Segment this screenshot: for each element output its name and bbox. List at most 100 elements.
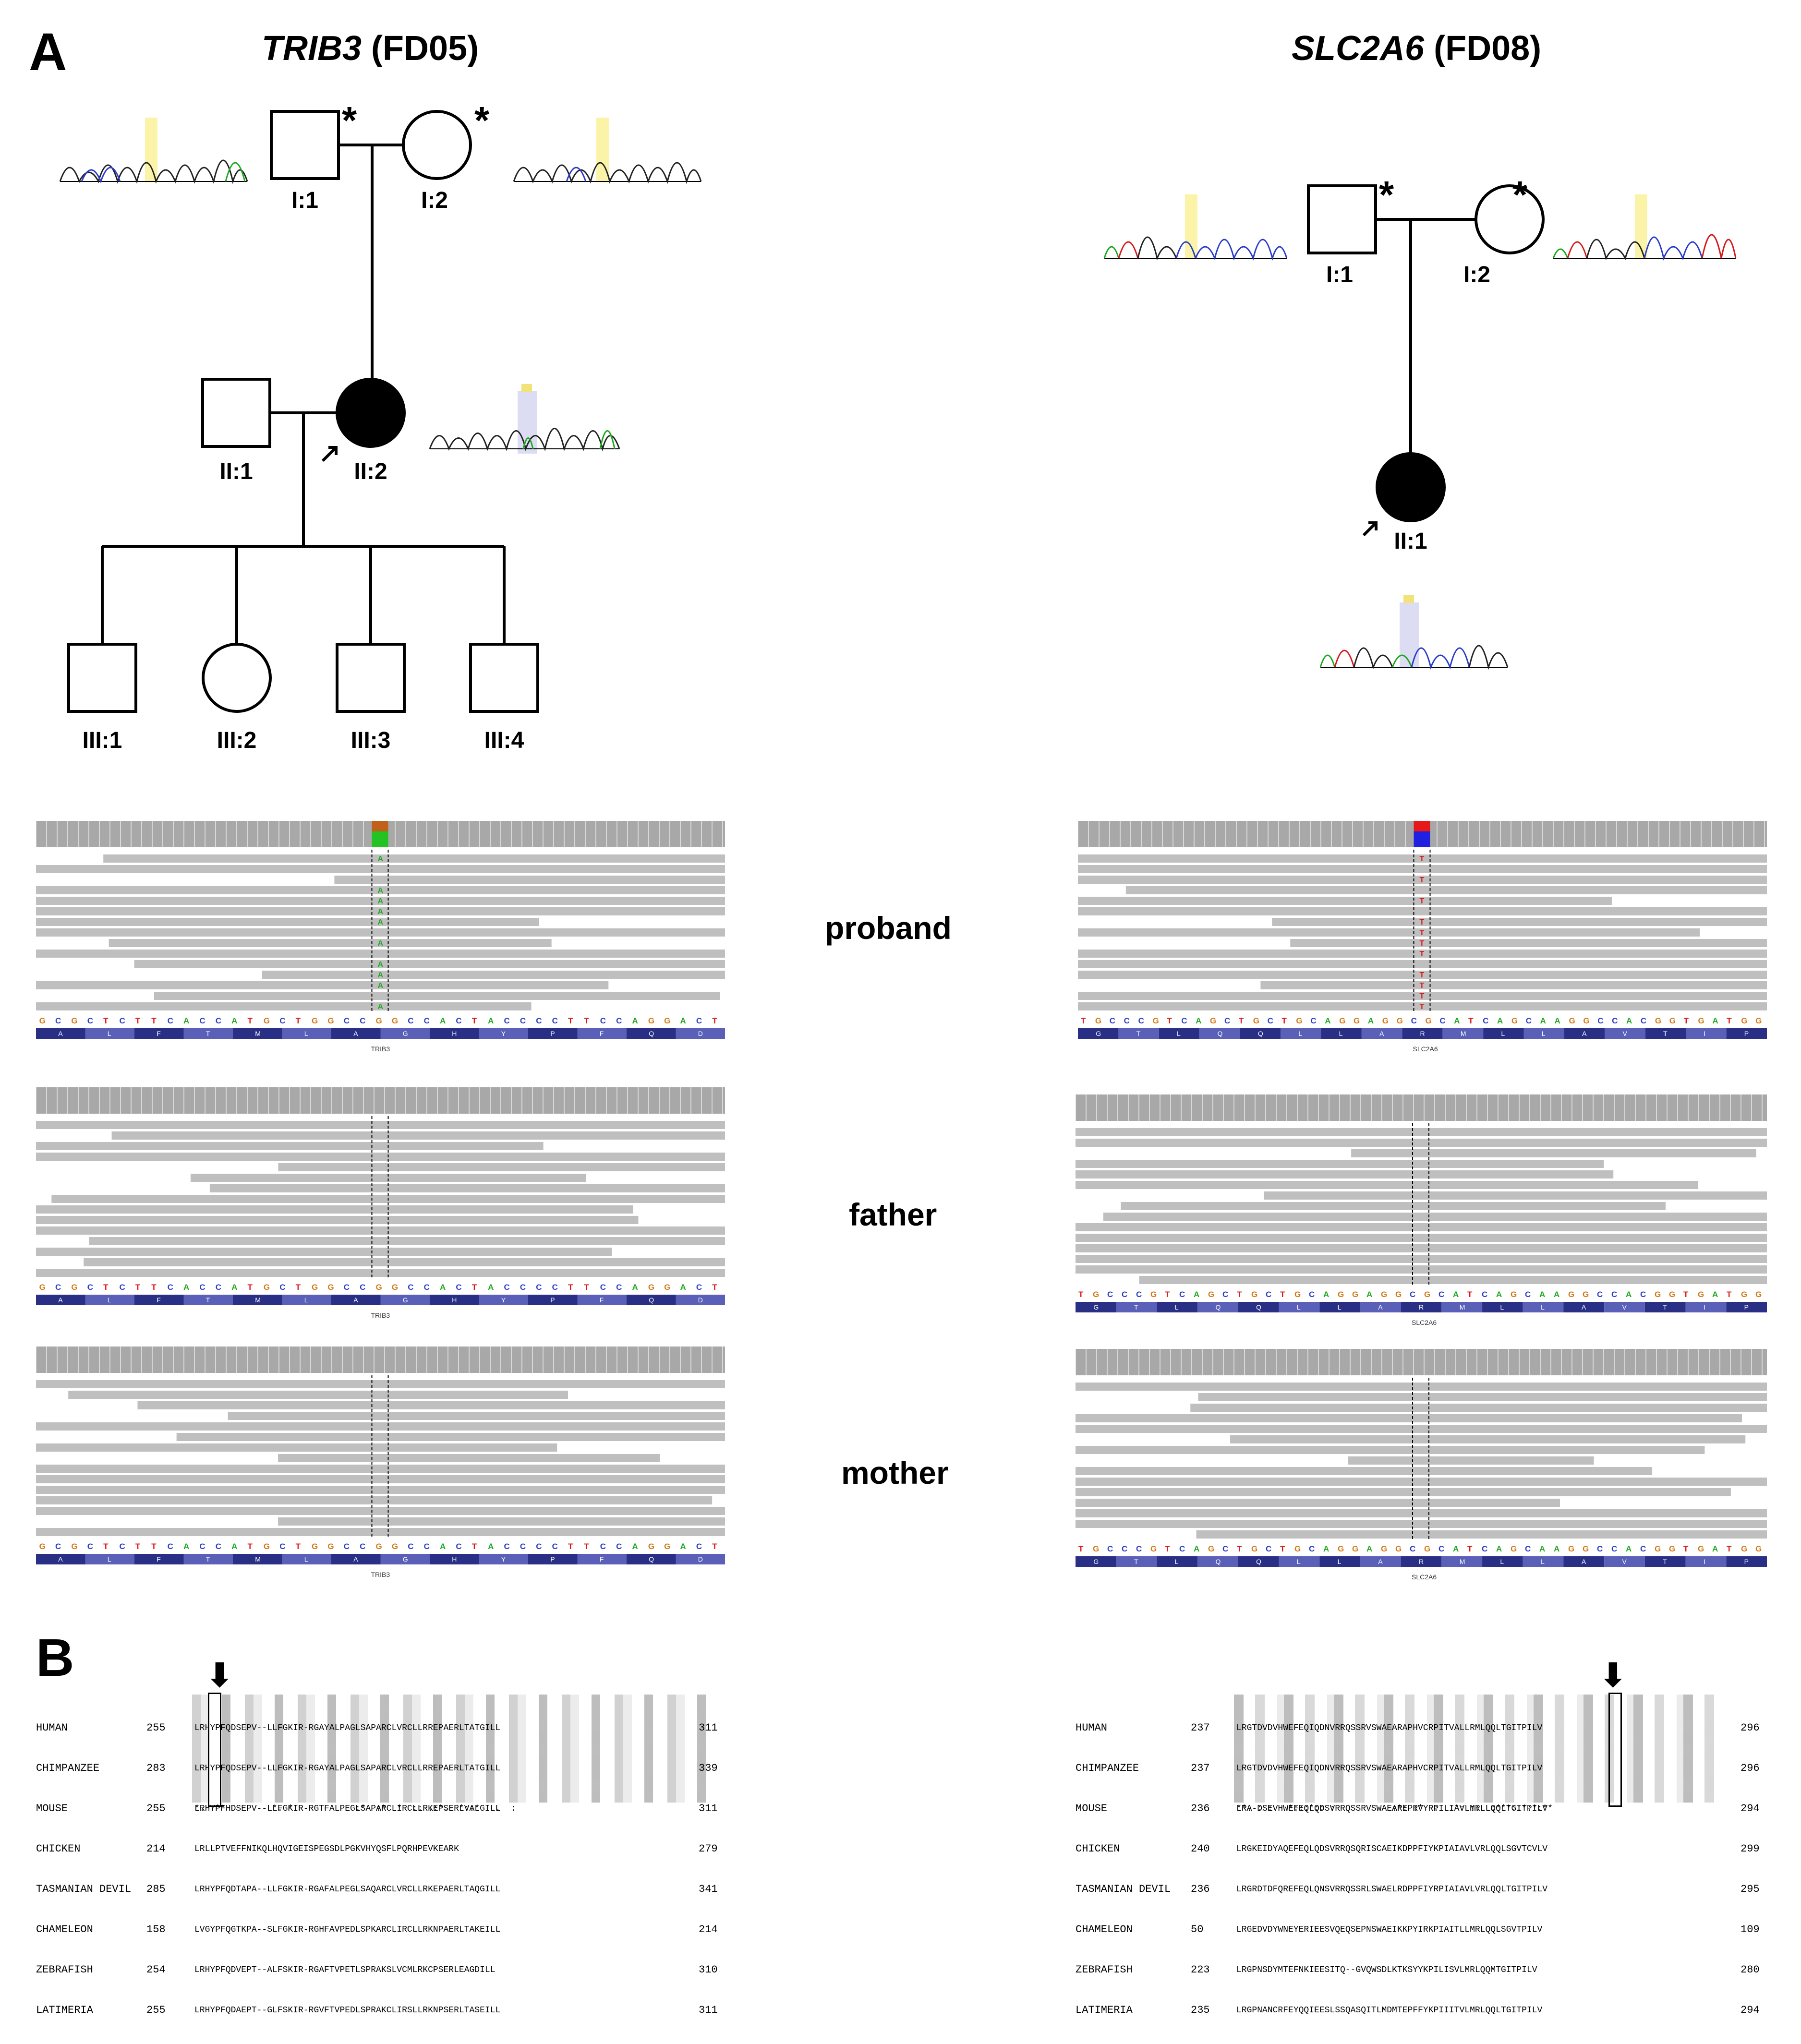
ref-base: G [1150, 1290, 1157, 1299]
read-alt-base: A [378, 897, 384, 905]
ref-base: G [1395, 1290, 1402, 1299]
left-label-III1: III:1 [82, 728, 122, 753]
ref-base: T [1078, 1290, 1084, 1299]
aa-letter: D [698, 1030, 703, 1037]
left-species-4: TASMANIAN DEVIL [36, 1883, 132, 1895]
aa-cell [331, 1295, 381, 1305]
ref-base: C [536, 1016, 542, 1025]
aa-cell [1644, 1556, 1686, 1567]
aa-letter: T [206, 1555, 210, 1563]
read [1078, 960, 1767, 968]
aa-cell [134, 1554, 184, 1564]
aa-cell [85, 1554, 134, 1564]
ref-base: C [520, 1016, 526, 1025]
aa-cell [627, 1028, 676, 1039]
ref-base: G [1294, 1290, 1301, 1299]
read-alt-base: A [378, 855, 384, 863]
right-family-id: (FD08) [1434, 29, 1542, 68]
ref-base: T [1078, 1544, 1084, 1553]
right-pedigree [1103, 184, 1737, 670]
ref-base: C [1107, 1544, 1113, 1553]
left-II1-male [201, 378, 271, 448]
aa-cell [1726, 1556, 1767, 1567]
read [36, 1443, 557, 1452]
aa-letter: Q [649, 1030, 654, 1037]
read-alt-base: A [378, 1003, 384, 1011]
aa-letter: M [1460, 1558, 1465, 1565]
read [36, 1248, 612, 1256]
read [1348, 1456, 1594, 1465]
aa-cell [1197, 1302, 1238, 1312]
ref-base: T [296, 1016, 301, 1025]
ref-base: G [1583, 1290, 1589, 1299]
left-gene-title: TRIB3 (FD05) [262, 29, 479, 68]
ref-base: T [1727, 1290, 1732, 1299]
read [36, 1475, 725, 1483]
ref-base: C [456, 1283, 461, 1292]
ref-base: G [312, 1016, 318, 1025]
ref-base: G [1296, 1016, 1302, 1025]
right-seq-4: LRGRDTDFQREFEQLQNSVRRQSSRLSWAELRDPPFIYRP… [1236, 1885, 1548, 1894]
ref-base: C [1612, 1016, 1618, 1025]
aa-cell [1604, 1556, 1645, 1567]
left-III3-male [336, 643, 406, 713]
left-start-col: 255 283 255 214 285 158 254 255 [146, 1695, 172, 2044]
ref-base: T [151, 1016, 157, 1025]
ref-base: C [199, 1016, 205, 1025]
ref-base: A [1453, 1544, 1459, 1553]
ref-base: G [1424, 1544, 1430, 1553]
aa-letter: L [108, 1296, 111, 1304]
ref-base: A [440, 1016, 446, 1025]
ref-base: T [1684, 1016, 1689, 1025]
aa-cell [1238, 1556, 1279, 1567]
read [1272, 918, 1767, 926]
ref-base: T [568, 1283, 573, 1292]
read [1076, 1139, 1767, 1147]
ref-base: C [552, 1016, 558, 1025]
ref-base: T [712, 1016, 717, 1025]
aa-cell [1116, 1556, 1157, 1567]
read [1230, 1435, 1746, 1443]
read [228, 1412, 725, 1420]
read [36, 1205, 633, 1214]
ref-base: G [1338, 1290, 1344, 1299]
ref-base: C [1122, 1290, 1127, 1299]
aa-letter: T [206, 1030, 210, 1037]
ref-base: A [1497, 1016, 1503, 1025]
aa-letter: T [1663, 1030, 1668, 1037]
aa-letter: Y [501, 1296, 506, 1304]
aa-cell [1157, 1302, 1198, 1312]
aa-cell [1483, 1028, 1524, 1039]
aa-cell [380, 1295, 430, 1305]
ref-base: C [344, 1283, 350, 1292]
ref-base: A [1554, 1290, 1559, 1299]
left-end-col: 311 339 311 279 341 214 310 311 [699, 1695, 724, 2044]
aa-cell [183, 1554, 233, 1564]
left-end-5: 214 [699, 1924, 718, 1936]
aa-cell [1199, 1028, 1240, 1039]
left-start-4: 285 [146, 1883, 166, 1895]
right-species-2: MOUSE [1076, 1803, 1108, 1815]
row-label-father: father [849, 1197, 937, 1232]
right-start-0: 237 [1191, 1722, 1210, 1734]
aa-cell [1238, 1302, 1279, 1312]
coverage-track [1076, 1094, 1767, 1121]
ref-base: G [1741, 1016, 1747, 1025]
read-alt-base: A [378, 887, 384, 895]
ref-base: G [648, 1016, 654, 1025]
ref-base: C [1309, 1544, 1315, 1553]
ref-base: C [600, 1016, 606, 1025]
ref-base: C [536, 1542, 542, 1551]
read-alt-base: T [1420, 939, 1425, 948]
aa-cell [1402, 1028, 1443, 1039]
aa-letter: F [157, 1030, 161, 1037]
aa-letter: G [1096, 1030, 1101, 1037]
right-end-1: 296 [1741, 1762, 1760, 1774]
ref-base: C [216, 1283, 221, 1292]
ref-base: G [264, 1542, 270, 1551]
ref-base: T [712, 1542, 717, 1551]
ref-base: T [296, 1283, 301, 1292]
read [1196, 1530, 1767, 1539]
ref-base: C [279, 1283, 285, 1292]
read [1139, 1276, 1767, 1284]
